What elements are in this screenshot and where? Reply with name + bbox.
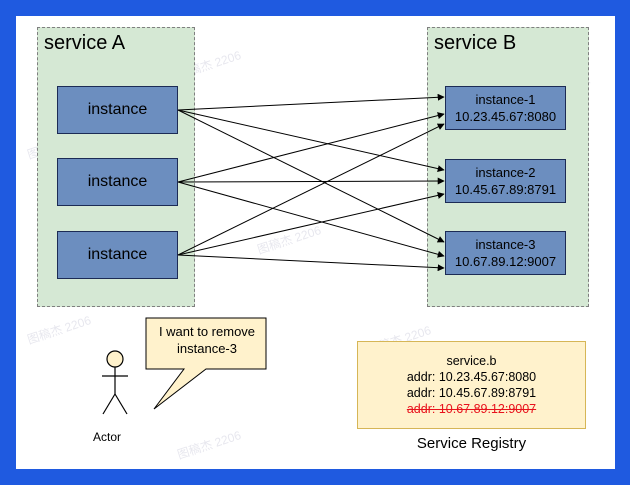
registry-entry: addr: 10.23.45.67:8080 <box>406 370 537 384</box>
arrow-a2-b2 <box>177 177 445 185</box>
instance-2-name: instance-2 <box>475 165 536 180</box>
service-a-instance-3: instance <box>57 231 178 279</box>
registry-entry-removed: addr: 10.67.89.12:9007 <box>406 402 537 416</box>
service-a-instance-1: instance <box>57 86 178 134</box>
arrow-a2-b1 <box>177 112 445 183</box>
arrow-a1-b3 <box>177 109 445 243</box>
actor-label: Actor <box>92 430 121 444</box>
instance-1-name: instance-1 <box>475 92 536 107</box>
registry-caption: Service Registry <box>416 435 527 452</box>
service-registry-box: service.b addr: 10.23.45.67:8080 addr: 1… <box>357 341 586 429</box>
arrow-a1-b2 <box>177 109 445 173</box>
arrow-a1-b1 <box>177 93 445 111</box>
service-b-instance-3: instance-3 10.67.89.12:9007 <box>445 231 566 275</box>
actor-icon <box>102 350 128 415</box>
instance-3-addr: 10.67.89.12:9007 <box>454 254 557 269</box>
instance-1-addr: 10.23.45.67:8080 <box>454 109 557 124</box>
speech-bubble <box>145 317 267 410</box>
arrow-a3-b1 <box>177 123 445 256</box>
service-b-instance-2: instance-2 10.45.67.89:8791 <box>445 159 566 203</box>
registry-entry: addr: 10.45.67.89:8791 <box>406 386 537 400</box>
diagram-canvas: 图稿杰 2206 图稿杰 2206 图稿杰 2206 图稿杰 2206 图稿杰 … <box>16 16 615 469</box>
speech-bubble-text: I want to remove instance-3 <box>158 324 256 356</box>
instance-3-name: instance-3 <box>475 237 536 252</box>
service-a-instance-2: instance <box>57 158 178 206</box>
service-b-title: service B <box>434 32 517 54</box>
arrow-a2-b3 <box>177 181 445 258</box>
service-b-instance-1: instance-1 10.23.45.67:8080 <box>445 86 566 130</box>
arrow-a3-b2 <box>177 191 445 256</box>
instance-2-addr: 10.45.67.89:8791 <box>454 182 557 197</box>
service-a-title: service A <box>44 32 126 54</box>
arrow-a3-b3 <box>177 254 445 272</box>
connections-layer <box>102 93 445 415</box>
registry-title: service.b <box>446 354 497 368</box>
